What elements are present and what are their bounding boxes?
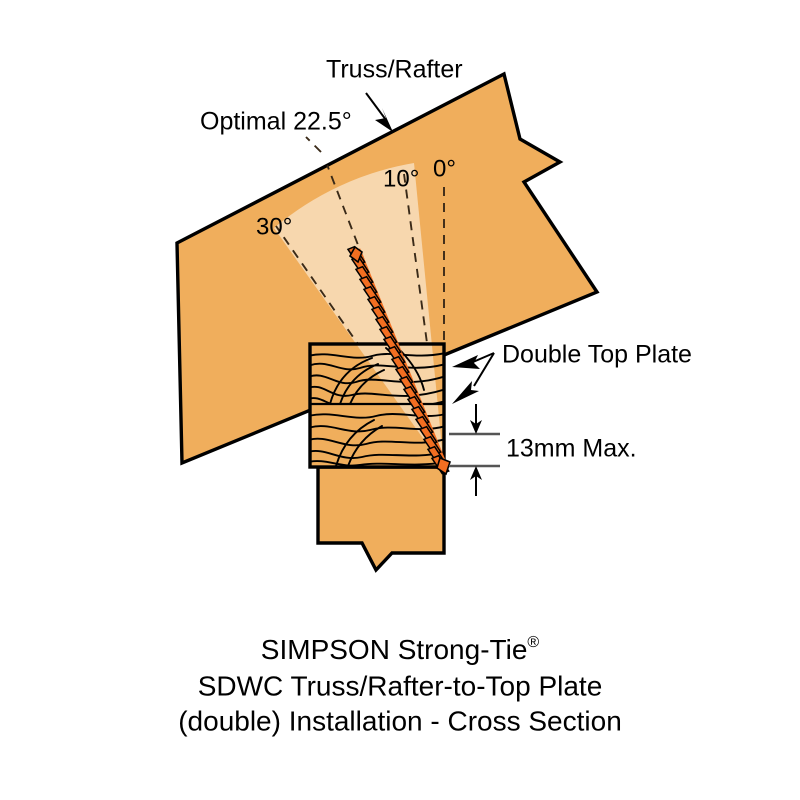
plate-leader-line-upper: [472, 352, 495, 363]
plate-arrow-upper-icon: [452, 355, 480, 369]
double-top-plate: [308, 342, 446, 469]
caption-line-3: (double) Installation - Cross Section: [178, 705, 622, 736]
caption-line-1: SIMPSON Strong-Tie®: [261, 634, 540, 665]
truss-rafter-callout: Truss/Rafter: [326, 56, 463, 132]
max-protrusion-label: 13mm Max.: [506, 435, 637, 463]
double-top-plate-callout: Double Top Plate: [452, 341, 692, 404]
dim-arrow-top-icon: [470, 420, 482, 434]
dim-arrow-bottom-icon: [470, 466, 482, 480]
double-top-plate-label: Double Top Plate: [502, 341, 692, 369]
caption-block: SIMPSON Strong-Tie® SDWC Truss/Rafter-to…: [178, 634, 622, 736]
angle-fan-wedge-in-plate: [356, 344, 444, 467]
truss-rafter-leader-line: [365, 92, 387, 121]
top-plate-outer-outline: [308, 342, 446, 469]
stud-member: [316, 465, 446, 573]
stud-shape: [316, 465, 446, 573]
angle-label-30: 30°: [256, 213, 292, 240]
optimal-angle-label: Optimal 22.5°: [200, 108, 352, 136]
screw-tip: [436, 456, 451, 476]
screw-head: [348, 245, 363, 264]
angle-label-10: 10°: [383, 165, 419, 192]
caption-registered-icon: ®: [527, 634, 539, 651]
plate-arrow-lower-icon: [452, 381, 479, 404]
truss-rafter-label: Truss/Rafter: [326, 56, 463, 84]
caption-line-2: SDWC Truss/Rafter-to-Top Plate: [198, 670, 603, 701]
sdwc-screw: [347, 244, 451, 476]
angle-ray-optimal-extension: [305, 136, 322, 153]
truss-rafter-arrow-icon: [375, 108, 393, 132]
angle-label-0: 0°: [433, 155, 456, 182]
plate-leader-line-lower: [473, 352, 495, 387]
caption-brand: SIMPSON Strong-Tie: [261, 634, 528, 665]
max-protrusion-dimension: 13mm Max.: [449, 404, 637, 496]
